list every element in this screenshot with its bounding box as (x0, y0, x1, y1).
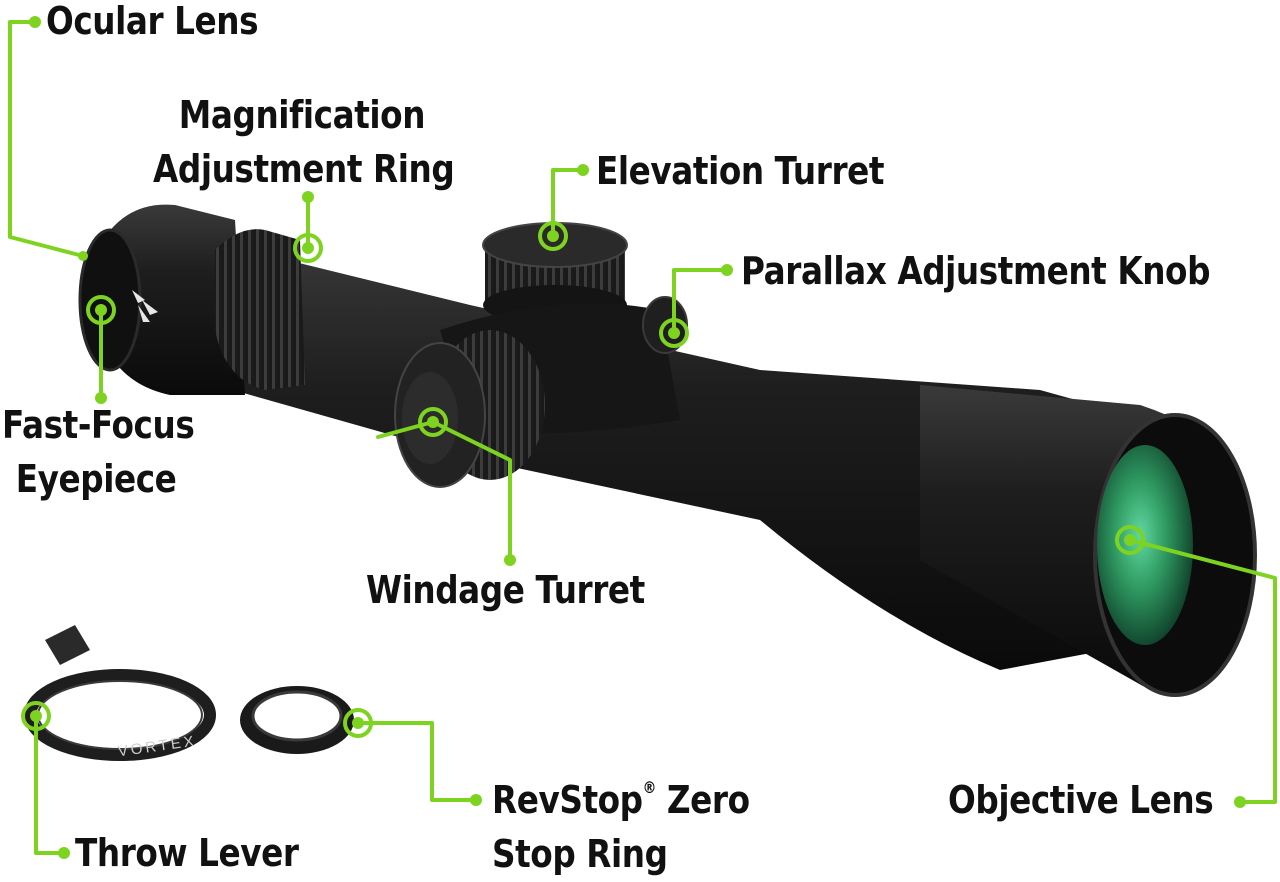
label-ocular-lens: Ocular Lens (46, 0, 259, 48)
label-revstop-line2: Stop Ring (492, 832, 668, 876)
leader-ocular-lens (8, 20, 85, 258)
label-parallax-knob-text: Parallax Adjustment Knob (741, 249, 1211, 293)
ring-objective (1115, 525, 1145, 555)
callout-lines (8, 20, 1277, 855)
ring-magnification (293, 233, 323, 263)
revstop-ring-accessory (240, 686, 354, 754)
label-windage-turret: Windage Turret (366, 563, 645, 617)
label-fast-focus-line2: Eyepiece (15, 457, 177, 501)
label-fast-focus-line1: Fast-Focus (2, 403, 195, 447)
label-throw-lever: Throw Lever (75, 826, 299, 880)
leader-windage-turret (376, 420, 512, 562)
label-revstop-ring: RevStop® Zero Stop Ring (492, 773, 750, 881)
dot-objective-end (1234, 796, 1246, 808)
brand-logo-mark (132, 290, 158, 322)
dot-windage-end (504, 554, 516, 566)
label-revstop-zero: Zero (655, 778, 750, 822)
dot-elevation-end (577, 164, 589, 176)
callout-ring-centers (30, 230, 1136, 729)
dot-revstop-end (470, 794, 482, 806)
label-fast-focus: Fast-Focus Eyepiece (2, 398, 195, 506)
label-objective-lens-text: Objective Lens (948, 778, 1214, 822)
throw-lever-accessory: VORTEX (24, 625, 216, 761)
leader-parallax-knob (672, 268, 729, 332)
label-elevation-turret: Elevation Turret (596, 144, 885, 198)
label-parallax-knob: Parallax Adjustment Knob (741, 244, 1210, 298)
ring-revstop (343, 708, 373, 738)
windage-turret-shape (394, 330, 545, 488)
label-magnification-ring: Magnification Adjustment Ring (153, 88, 455, 196)
ring-windage (418, 407, 448, 437)
main-tube (180, 235, 1160, 670)
dot-throw-lever-end (58, 847, 70, 859)
ring-elevation (538, 221, 568, 251)
ring-throw-lever (21, 701, 51, 731)
magnification-ring (215, 229, 305, 390)
leader-throw-lever (34, 714, 66, 855)
label-magnification-line2: Adjustment Ring (153, 147, 455, 191)
label-windage-turret-text: Windage Turret (366, 568, 645, 612)
scope-body (78, 204, 1257, 697)
label-objective-lens: Objective Lens (948, 773, 1214, 827)
label-throw-lever-text: Throw Lever (75, 831, 299, 875)
callout-markers (29, 16, 1246, 859)
leader-revstop-ring (356, 721, 478, 802)
dot-parallax-end (721, 264, 733, 276)
dot-ocular-lens-end (78, 251, 88, 261)
label-revstop-name: RevStop (492, 778, 643, 822)
dot-fast-focus-end (95, 392, 107, 404)
leader-objective-lens (1128, 538, 1277, 804)
label-elevation-turret-text: Elevation Turret (596, 149, 885, 193)
ring-fast-focus (86, 295, 116, 325)
label-magnification-line1: Magnification (178, 93, 426, 137)
registered-mark: ® (642, 778, 657, 797)
callout-rings (21, 221, 1145, 738)
dot-ocular-lens (29, 16, 41, 28)
label-revstop-line1: RevStop® Zero (492, 773, 750, 827)
dot-magnification-end (302, 191, 314, 203)
ring-parallax (659, 318, 689, 348)
label-ocular-lens-text: Ocular Lens (46, 0, 259, 43)
leader-elevation-turret (551, 168, 585, 238)
